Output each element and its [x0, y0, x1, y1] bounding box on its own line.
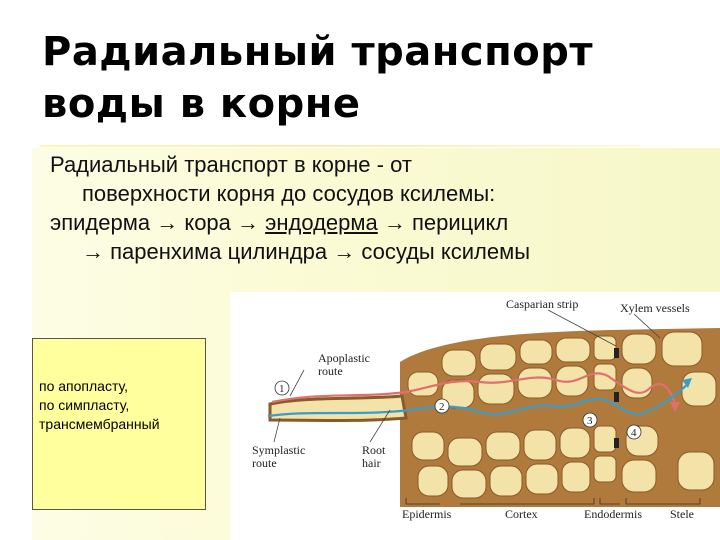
label-root-hair-2: hair	[362, 456, 381, 470]
bullet-line-4: → паренхима цилиндра → сосуды ксилемы	[82, 239, 531, 264]
bullet-line-2: поверхности корня до сосудов ксилемы:	[82, 181, 496, 206]
marker-1-label: 1	[279, 383, 285, 395]
title-divider	[40, 145, 640, 147]
marker-4	[626, 424, 642, 440]
bullet-line-3-end: → перицикл	[377, 210, 509, 235]
label-symplastic-2: route	[252, 456, 277, 470]
bullet-line-1: Радиальный транспорт в корне - от	[50, 152, 412, 177]
routes-note-box: по апопласту, по симпласту, трансмембран…	[32, 338, 206, 510]
apoplastic-route-path	[271, 372, 677, 405]
label-stele: Stele	[670, 507, 694, 521]
title-line-1: Радиальный транспорт	[42, 29, 594, 75]
marker-1	[274, 380, 290, 396]
symplastic-route-path	[267, 383, 689, 418]
root-cross-section-diagram: 1 2 3 4 Casparian strip Xylem vessels Ap…	[252, 297, 720, 521]
tissue-brackets	[405, 498, 701, 505]
label-root-hair-1: Root	[362, 443, 386, 457]
route-symplast: по симпласту,	[39, 397, 130, 413]
marker-4-label: 4	[631, 427, 637, 439]
leader-lines	[273, 309, 661, 443]
cortex-cells	[407, 337, 591, 499]
label-endodermis: Endodermis	[584, 507, 642, 521]
route-markers	[274, 380, 642, 440]
label-epidermis: Epidermis	[402, 507, 452, 521]
route-transmembrane: трансмембранный	[39, 416, 160, 432]
root-transport-figure: 1 2 3 4 Casparian strip Xylem vessels Ap…	[230, 292, 720, 540]
bullet-line-3-start: эпидерма → кора →	[50, 210, 266, 235]
endodermis-cells	[593, 335, 617, 483]
label-symplastic-1: Symplastic	[252, 443, 305, 457]
label-xylem-vessels: Xylem vessels	[620, 301, 690, 315]
symplastic-arrowhead	[682, 378, 692, 388]
page-title: Радиальный транспорт воды в корне	[42, 26, 682, 130]
marker-3-label: 3	[587, 415, 593, 427]
marker-2-label: 2	[439, 401, 445, 413]
marker-2	[434, 398, 450, 414]
title-line-2: воды в корне	[42, 81, 361, 127]
stele-cells	[621, 331, 717, 493]
marker-3	[582, 412, 598, 428]
label-casparian-strip: Casparian strip	[506, 297, 578, 311]
casparian-strips	[614, 348, 619, 448]
apoplastic-arrowhead	[670, 402, 680, 412]
bullet-text: Радиальный транспорт в корне - от поверх…	[50, 150, 670, 266]
endodermis-underlined: эндодерма	[265, 210, 378, 235]
label-apoplastic-2: route	[318, 364, 343, 378]
label-cortex: Cortex	[505, 507, 538, 521]
bullet-line-3: эпидерма → кора → эндодерма → перицикл	[50, 208, 670, 237]
label-apoplastic-1: Apoplastic	[318, 351, 370, 365]
route-apoplast: по апопласту,	[39, 378, 129, 394]
